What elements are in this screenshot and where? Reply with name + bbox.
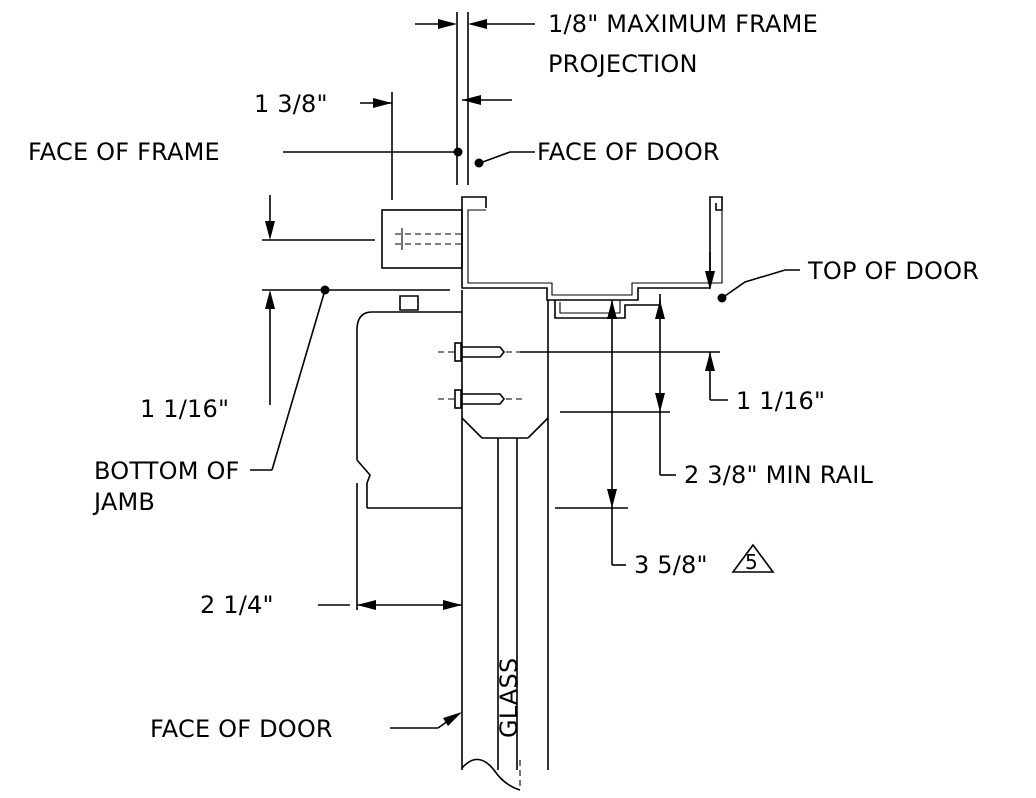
label-face-of-door-bottom: FACE OF DOOR xyxy=(150,715,333,743)
dim-1-3-8-lines xyxy=(360,92,393,200)
label-dim-1-3-8: 1 3/8" xyxy=(254,90,328,118)
revision-triangle xyxy=(731,543,775,573)
label-dim-1-1-16-left: 1 1/16" xyxy=(140,395,230,423)
label-max-frame-projection-line1: 1/8" MAXIMUM FRAME xyxy=(548,10,818,38)
label-dim-1-1-16-right: 1 1/16" xyxy=(736,387,826,415)
dim-1-1-16-left-lines xyxy=(250,195,450,471)
label-dim-2-3-8-min-rail: 2 3/8" MIN RAIL xyxy=(684,461,874,489)
label-max-frame-projection-line2: PROJECTION xyxy=(548,50,698,78)
jamb-body xyxy=(356,295,462,610)
label-dim-2-1-4: 2 1/4" xyxy=(200,591,274,619)
leader-lines-top xyxy=(283,147,535,168)
label-revision-tag: 5 xyxy=(745,550,758,574)
label-face-of-frame: FACE OF FRAME xyxy=(28,138,220,166)
label-top-of-door: TOP OF DOOR xyxy=(808,257,980,285)
label-bottom-of-jamb-line2: JAMB xyxy=(94,488,156,516)
label-bottom-of-jamb-line1: BOTTOM OF xyxy=(94,457,240,485)
leader-face-of-door-bottom xyxy=(390,712,462,729)
screws xyxy=(438,342,525,409)
dim-2-1-4-lines xyxy=(318,600,462,610)
dim-right-lines xyxy=(520,252,800,566)
label-dim-3-5-8: 3 5/8" xyxy=(634,551,708,579)
frame-head-profile xyxy=(461,196,723,319)
projection-dimension xyxy=(415,12,535,185)
label-glass: GLASS xyxy=(495,657,523,738)
label-face-of-door-top: FACE OF DOOR xyxy=(537,138,720,166)
stop-block xyxy=(381,209,463,269)
door-stile xyxy=(461,290,549,791)
